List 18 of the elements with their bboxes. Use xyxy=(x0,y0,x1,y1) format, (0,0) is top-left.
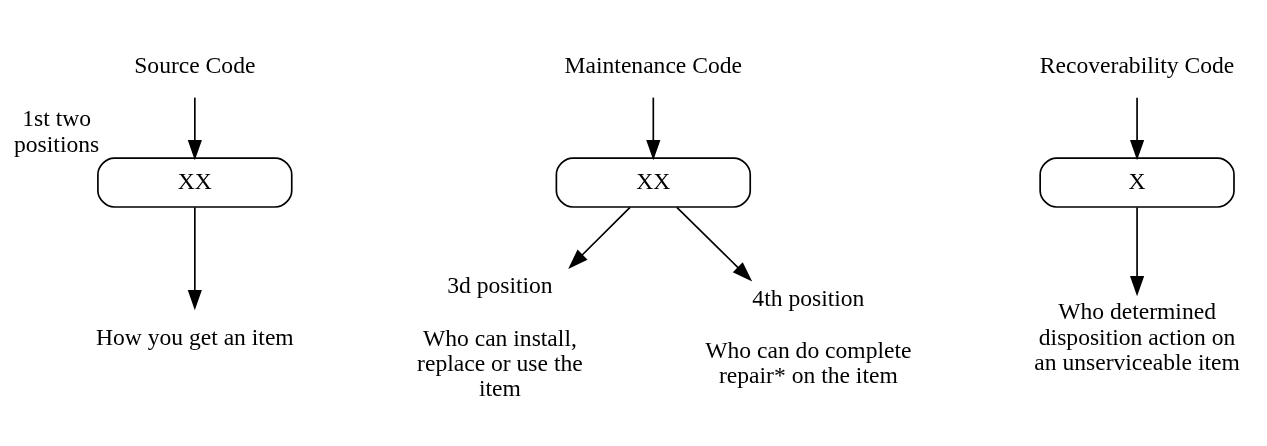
node-box: XX xyxy=(97,157,293,208)
arrow xyxy=(187,96,202,161)
node-text: Source Code xyxy=(134,52,256,79)
arrow xyxy=(646,96,661,161)
node-text: Recoverability Code xyxy=(1039,52,1235,79)
arrow xyxy=(1129,206,1145,297)
arrow xyxy=(676,206,753,282)
arrow xyxy=(1129,96,1145,161)
node-text: 3d position Who can install, replace or use the item xyxy=(417,272,583,402)
node-box: X xyxy=(1039,157,1235,208)
node-text: How you get an item xyxy=(95,323,294,350)
arrow xyxy=(187,206,202,311)
node-text: Maintenance Code xyxy=(564,52,743,79)
node-text: Who determined disposition action on an unserviceable item xyxy=(1034,298,1240,375)
arrow xyxy=(568,206,631,269)
node-box: XX xyxy=(555,157,752,208)
node-label: 1st two positions xyxy=(14,105,100,157)
node-text: 4th position Who can do complete repair* on the item xyxy=(705,284,912,389)
